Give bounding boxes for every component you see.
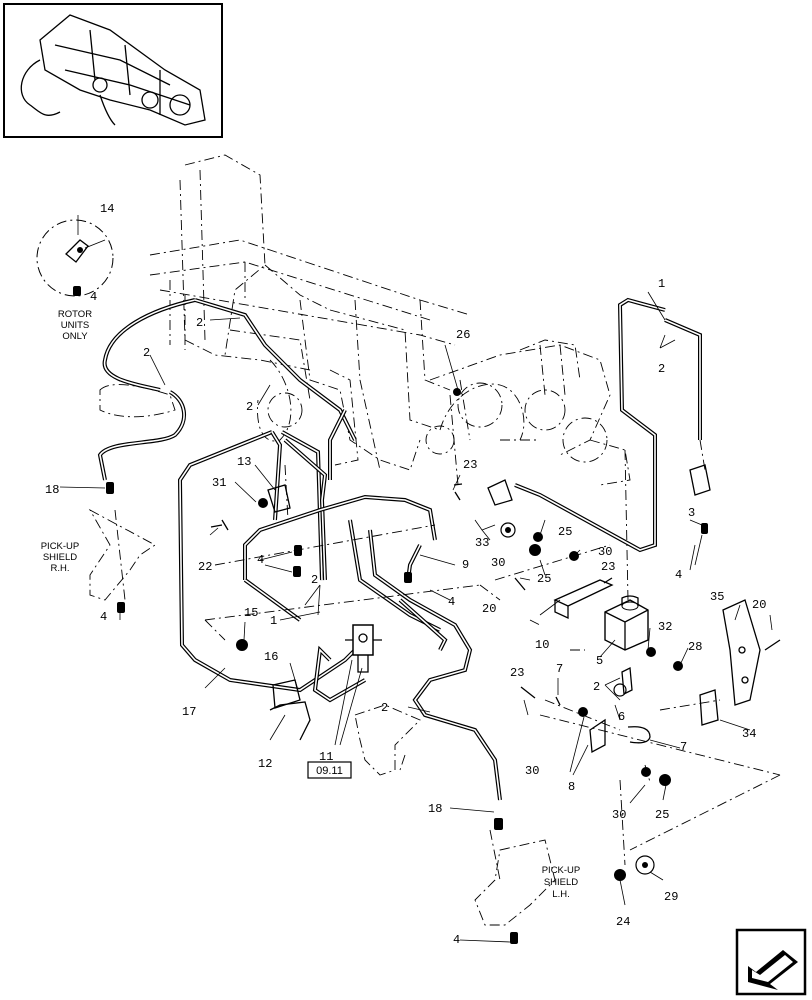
- shield-lh-line3: L.H.: [552, 889, 569, 900]
- callout-8: 8: [568, 780, 575, 794]
- rotor-detail: [36, 215, 114, 297]
- callout-20: 20: [752, 598, 766, 612]
- callout-30: 30: [612, 808, 626, 822]
- callout-25: 25: [655, 808, 669, 822]
- overview-thumbnail: [3, 3, 223, 138]
- callout-17: 17: [182, 705, 196, 719]
- callout-4: 4: [257, 553, 264, 567]
- callout-11: 11: [319, 750, 333, 764]
- callout-1: 1: [270, 614, 277, 628]
- callout-2: 2: [311, 573, 318, 587]
- callout-23: 23: [601, 560, 615, 574]
- callout-labels: 1 2 2 2 2 2 2 2 3 4 4 4 4 4 4 5 6 7 7 8 …: [45, 202, 766, 947]
- callout-29: 29: [664, 890, 678, 904]
- callout-1: 1: [658, 277, 665, 291]
- callout-25: 25: [537, 572, 551, 586]
- arrow-back-icon[interactable]: [735, 928, 807, 996]
- callout-2: 2: [143, 346, 150, 360]
- callout-4: 4: [90, 290, 97, 304]
- callout-2: 2: [593, 680, 600, 694]
- rotor-note-line2: UNITS: [61, 320, 90, 331]
- callout-2: 2: [381, 701, 388, 715]
- guidelines: [114, 394, 781, 881]
- callout-2: 2: [246, 400, 253, 414]
- notes: ROTOR UNITS ONLY PICK-UP SHIELD R.H. PIC…: [41, 309, 581, 900]
- callout-6: 6: [618, 710, 625, 724]
- grease-lines: [97, 297, 702, 801]
- callout-15: 15: [244, 606, 258, 620]
- callout-10: 10: [535, 638, 549, 652]
- callout-32: 32: [658, 620, 672, 634]
- callout-4: 4: [675, 568, 682, 582]
- callout-4: 4: [453, 933, 460, 947]
- reference-label: 09.11: [316, 765, 343, 777]
- callout-18: 18: [45, 483, 59, 497]
- leader-lines: [59, 291, 773, 943]
- callout-30: 30: [598, 545, 612, 559]
- callout-22: 22: [198, 560, 212, 574]
- distributor-valve: [345, 624, 382, 673]
- callout-4: 4: [100, 610, 107, 624]
- callout-3: 3: [688, 506, 695, 520]
- reference-box[interactable]: 09.11: [307, 761, 352, 779]
- callout-31: 31: [212, 476, 226, 490]
- callout-2: 2: [658, 362, 665, 376]
- callout-35: 35: [710, 590, 724, 604]
- callout-5: 5: [596, 654, 603, 668]
- callout-33: 33: [475, 536, 489, 550]
- callout-25: 25: [558, 525, 572, 539]
- callout-24: 24: [616, 915, 630, 929]
- callout-34: 34: [742, 727, 756, 741]
- callout-20: 20: [482, 602, 496, 616]
- callout-26: 26: [456, 328, 470, 342]
- shield-lh-line1: PICK-UP: [542, 865, 581, 876]
- callout-7: 7: [556, 662, 563, 676]
- callout-18: 18: [428, 802, 442, 816]
- callout-2: 2: [196, 316, 203, 330]
- callout-7: 7: [680, 740, 687, 754]
- callout-23: 23: [510, 666, 524, 680]
- callout-23: 23: [463, 458, 477, 472]
- machine-frame: [99, 154, 631, 486]
- callout-30: 30: [491, 556, 505, 570]
- rotor-note-line3: ONLY: [62, 331, 88, 342]
- pickup-shields: [88, 508, 556, 926]
- shield-lh-line2: SHIELD: [544, 877, 578, 888]
- callout-9: 9: [462, 558, 469, 572]
- callout-16: 16: [264, 650, 278, 664]
- callout-28: 28: [688, 640, 702, 654]
- shield-rh-line1: PICK-UP: [41, 541, 80, 552]
- callout-4: 4: [448, 595, 455, 609]
- callout-13: 13: [237, 455, 251, 469]
- rotor-note-line1: ROTOR: [58, 309, 92, 320]
- callout-14: 14: [100, 202, 114, 216]
- callout-30: 30: [525, 764, 539, 778]
- callout-12: 12: [258, 757, 272, 771]
- fittings: [73, 286, 781, 944]
- shield-rh-line2: SHIELD: [43, 552, 77, 563]
- reservoir-assembly: [267, 464, 761, 754]
- shield-rh-line3: R.H.: [51, 563, 70, 574]
